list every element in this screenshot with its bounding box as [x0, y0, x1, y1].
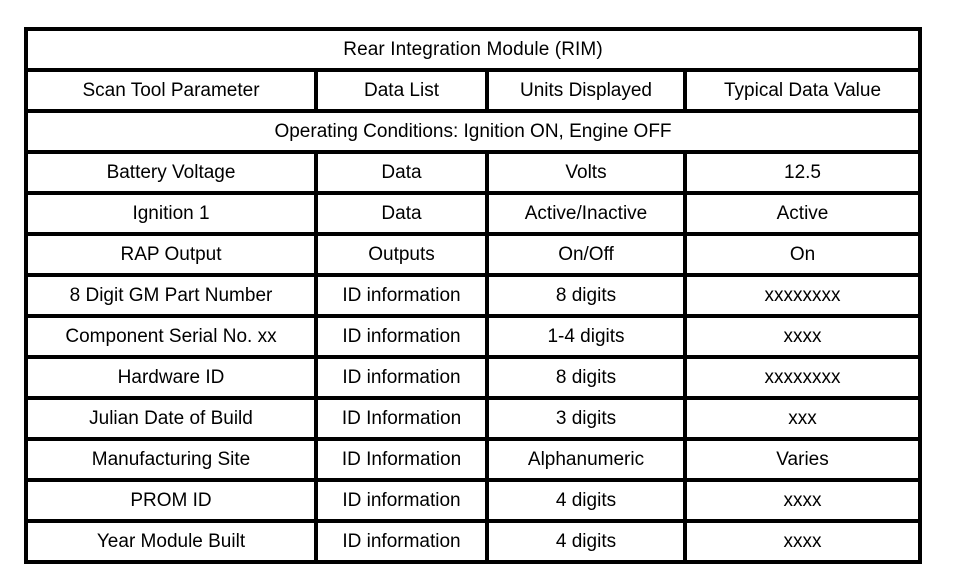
column-header-typical-data-value: Typical Data Value [685, 70, 921, 113]
cell-units: 8 digits [487, 357, 687, 400]
cell-data-list: ID information [316, 480, 489, 523]
column-header-scan-tool-parameter: Scan Tool Parameter [26, 70, 318, 113]
cell-parameter: Manufacturing Site [26, 439, 318, 482]
cell-units: 8 digits [487, 275, 687, 318]
table-title: Rear Integration Module (RIM) [26, 29, 921, 72]
table-row: Battery Voltage Data Volts 12.5 [26, 152, 921, 195]
cell-typical-value: xxx [685, 398, 921, 441]
table-title-row: Rear Integration Module (RIM) [26, 29, 921, 72]
cell-parameter: RAP Output [26, 234, 318, 277]
table-row: Component Serial No. xx ID information 1… [26, 316, 921, 359]
rim-parameter-table: Rear Integration Module (RIM) Scan Tool … [24, 27, 923, 564]
cell-parameter: PROM ID [26, 480, 318, 523]
table-row: Manufacturing Site ID Information Alphan… [26, 439, 921, 482]
cell-data-list: ID information [316, 275, 489, 318]
cell-parameter: Component Serial No. xx [26, 316, 318, 359]
table-row: RAP Output Outputs On/Off On [26, 234, 921, 277]
table-row: 8 Digit GM Part Number ID information 8 … [26, 275, 921, 318]
table-header-row: Scan Tool Parameter Data List Units Disp… [26, 70, 921, 113]
cell-data-list: ID information [316, 357, 489, 400]
cell-units: Alphanumeric [487, 439, 687, 482]
cell-units: 1-4 digits [487, 316, 687, 359]
cell-parameter: Julian Date of Build [26, 398, 318, 441]
cell-data-list: ID information [316, 316, 489, 359]
operating-conditions-row: Operating Conditions: Ignition ON, Engin… [26, 111, 921, 154]
cell-typical-value: xxxxxxxx [685, 275, 921, 318]
table-row: Julian Date of Build ID Information 3 di… [26, 398, 921, 441]
table-row: Hardware ID ID information 8 digits xxxx… [26, 357, 921, 400]
cell-parameter: Ignition 1 [26, 193, 318, 236]
cell-typical-value: On [685, 234, 921, 277]
cell-data-list: Data [316, 152, 489, 195]
cell-data-list: ID information [316, 521, 489, 562]
table-row: PROM ID ID information 4 digits xxxx [26, 480, 921, 523]
cell-data-list: Data [316, 193, 489, 236]
cell-typical-value: xxxx [685, 480, 921, 523]
cell-typical-value: xxxx [783, 530, 822, 552]
cell-parameter: 8 Digit GM Part Number [26, 275, 318, 318]
cell-parameter: Battery Voltage [26, 152, 318, 195]
cell-typical-value: xxxx [685, 316, 921, 359]
cell-typical-value: Active [685, 193, 921, 236]
table-row: Year Module Built ID information 4 digit… [26, 521, 920, 562]
cell-units: Active/Inactive [487, 193, 687, 236]
cell-data-list: ID Information [316, 439, 489, 482]
cell-parameter: Hardware ID [26, 357, 318, 400]
cell-units: On/Off [487, 234, 687, 277]
cell-data-list: ID Information [316, 398, 489, 441]
cell-typical-value: 12.5 [685, 152, 921, 195]
column-header-data-list: Data List [316, 70, 489, 113]
cell-units: 3 digits [487, 398, 687, 441]
cell-parameter: Year Module Built [26, 521, 318, 562]
cell-typical-value: Varies [685, 439, 921, 482]
operating-conditions-text: Operating Conditions: Ignition ON, Engin… [26, 111, 921, 154]
cell-units: 4 digits [487, 521, 687, 562]
cell-typical-value: xxxxxxxx [685, 357, 921, 400]
table-row: Ignition 1 Data Active/Inactive Active [26, 193, 921, 236]
cell-data-list: Outputs [316, 234, 489, 277]
cell-units: Volts [487, 152, 687, 195]
cell-units: 4 digits [487, 480, 687, 523]
table-body: Rear Integration Module (RIM) Scan Tool … [26, 29, 921, 562]
column-header-units-displayed: Units Displayed [487, 70, 687, 113]
